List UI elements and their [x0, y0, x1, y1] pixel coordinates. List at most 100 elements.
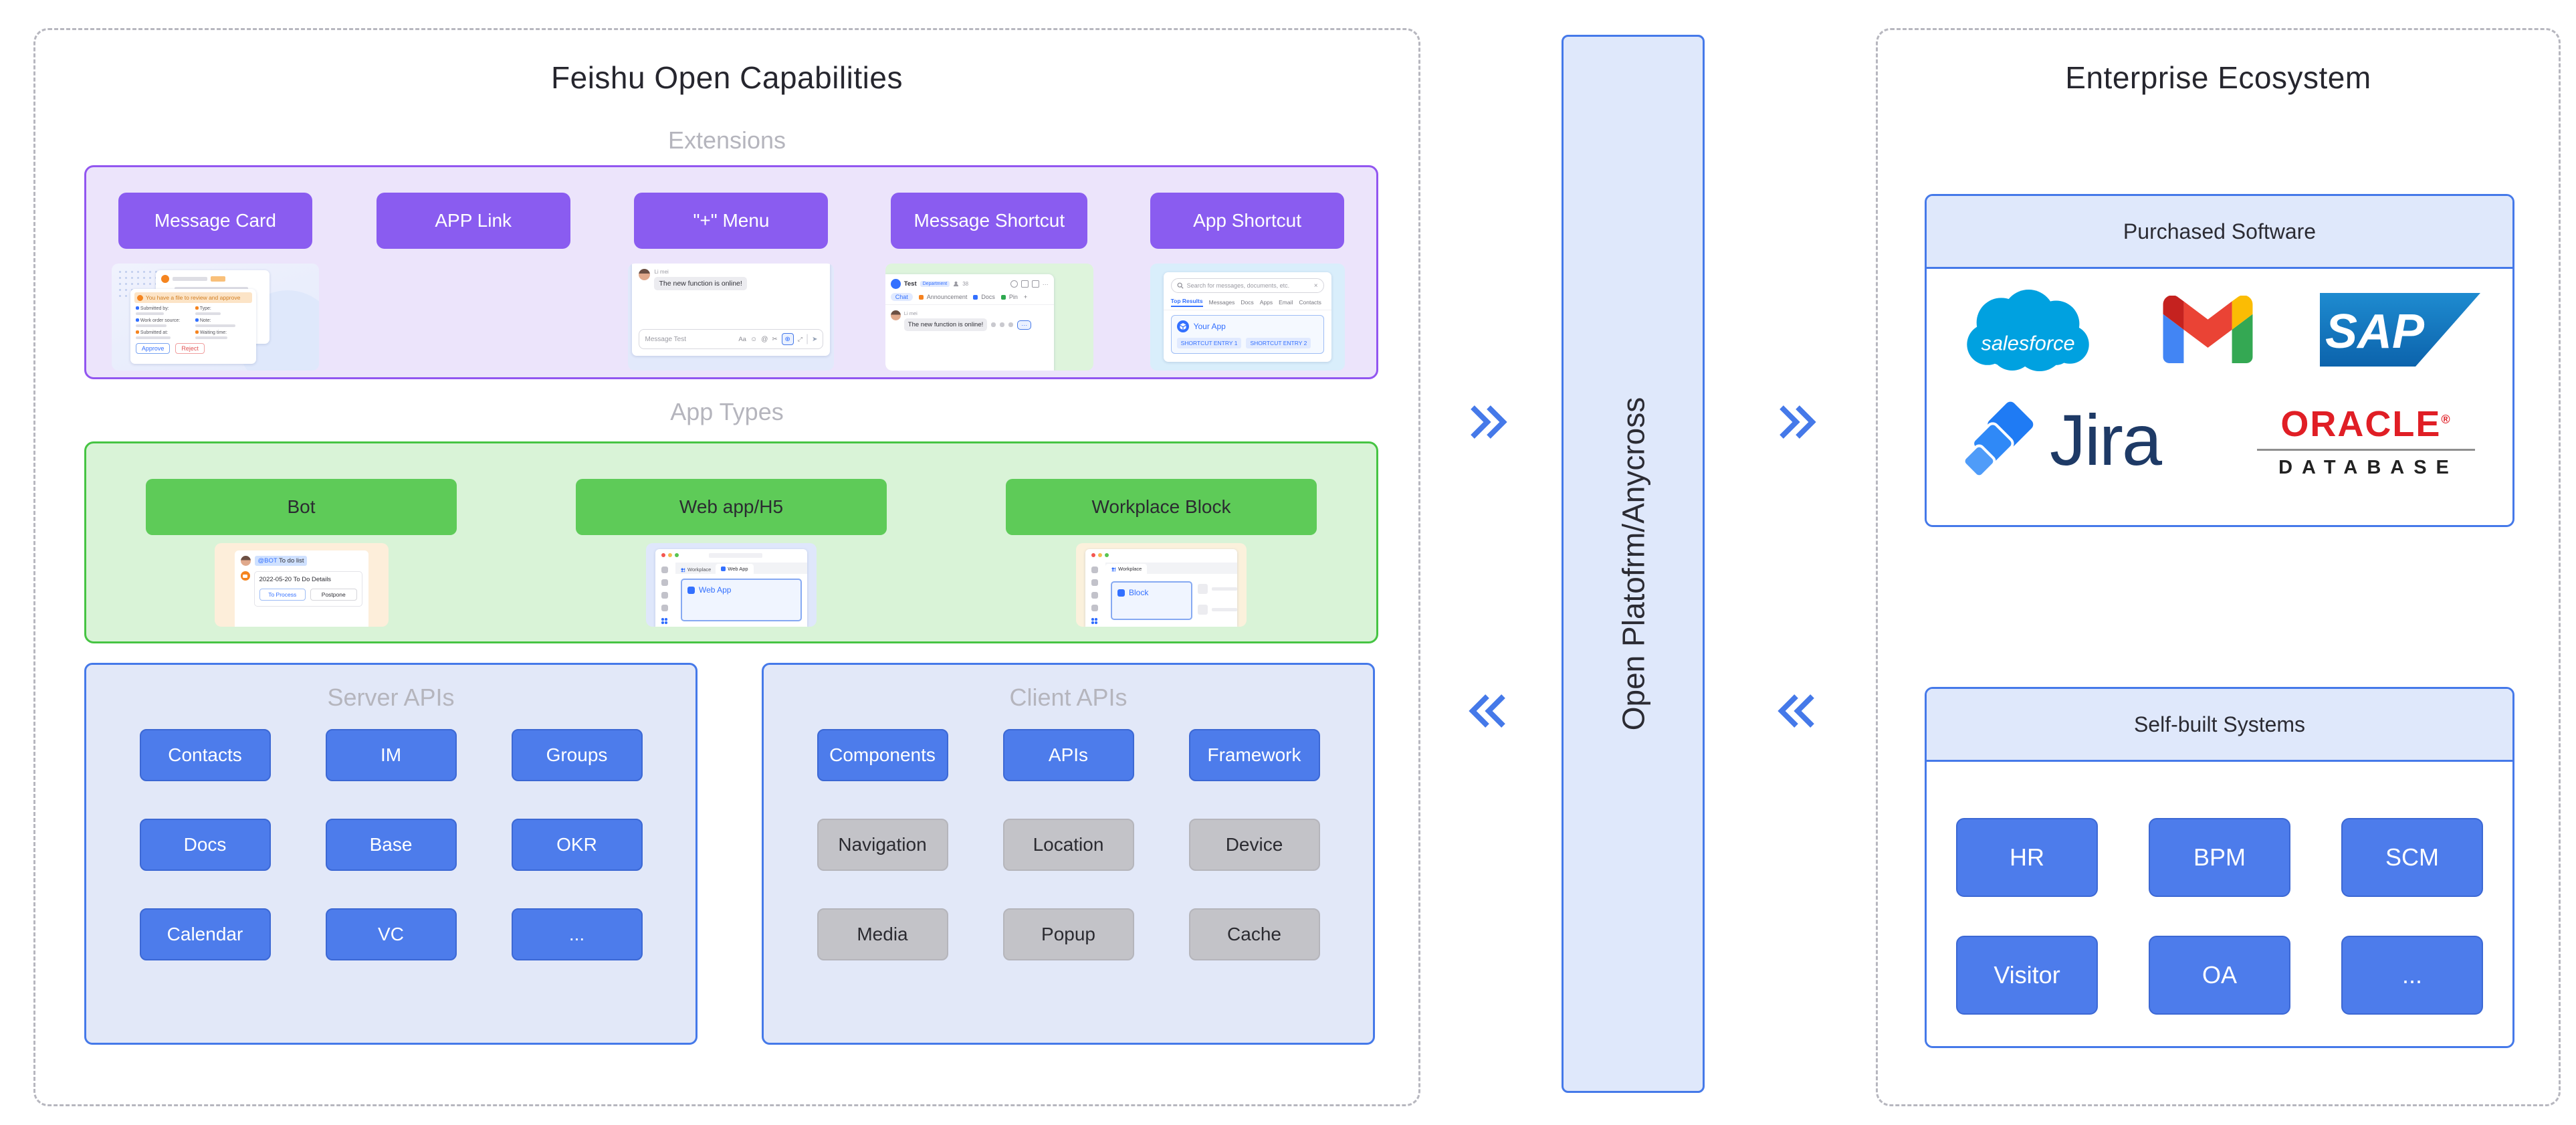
format-icon: Aa — [738, 335, 746, 343]
panel-label: Block — [1129, 588, 1149, 597]
extensions-col-plus-menu: "+" Menu Li mei The new function is onli… — [603, 167, 861, 377]
client-button-media[interactable]: Media — [817, 908, 948, 960]
system-button-hr[interactable]: HR — [1956, 818, 2098, 897]
extensions-col-message-shortcut: Message Shortcut Test Department 38 — [860, 167, 1118, 377]
mention-icon: @ — [761, 335, 768, 343]
your-app-icon — [1176, 320, 1189, 332]
search-dialog: Search for messages, documents, etc. × T… — [1163, 272, 1331, 362]
bot-thumbnail: @BOT To do list 2022-05-20 To Do Details… — [214, 543, 389, 627]
api-button-okr[interactable]: OKR — [511, 819, 643, 871]
plus-menu-thumbnail: Li mei The new function is online! Messa… — [628, 264, 835, 371]
workplace-block-button[interactable]: Workplace Block — [1006, 479, 1317, 535]
forward-icon — [1008, 322, 1014, 327]
extensions-col-app-link: APP Link — [344, 167, 603, 377]
client-button-components[interactable]: Components — [817, 729, 948, 781]
web-app-button[interactable]: Web app/H5 — [576, 479, 887, 535]
double-chevron-right-icon — [1471, 405, 1507, 439]
client-button-framework[interactable]: Framework — [1188, 729, 1320, 781]
gmail-logo — [2163, 296, 2253, 363]
field-label: Submitted at: — [140, 330, 169, 335]
approval-icon — [160, 275, 169, 283]
client-button-navigation[interactable]: Navigation — [817, 819, 948, 871]
server-apis-panel: Server APIs Contacts IM Groups Docs Base… — [84, 663, 697, 1045]
salesforce-logo: salesforce — [1967, 290, 2089, 372]
api-button-docs[interactable]: Docs — [139, 819, 271, 871]
expand-icon: ⤢ — [797, 335, 802, 342]
jira-logo: Jira — [1963, 398, 2162, 482]
api-button-im[interactable]: IM — [325, 729, 457, 781]
jira-mark-icon — [1963, 399, 2036, 478]
bot-mention: @BOT — [257, 557, 278, 565]
sender-name: Li mei — [903, 310, 918, 316]
client-apis-label: Client APIs — [1009, 684, 1128, 711]
to-process-chip: To Process — [259, 589, 306, 601]
app-types-col-webapp: Web app/H5 Workplace Web App — [516, 443, 946, 641]
window-controls — [1091, 553, 1109, 557]
message-shortcut-more: ··· — [1017, 320, 1032, 330]
extensions-col-message-card: Message Card — [86, 167, 344, 377]
app-window: Workplace Web App Web App — [655, 549, 807, 627]
todo-card-title: 2022-05-20 To Do Details — [259, 576, 332, 583]
tab-email: Email — [1279, 299, 1293, 306]
purchased-software-box: Purchased Software salesforce — [1925, 194, 2514, 527]
tab-add: + — [1023, 294, 1028, 300]
app-types-label: App Types — [670, 398, 784, 425]
tab-chat: Chat — [890, 293, 913, 301]
system-button-bpm[interactable]: BPM — [2149, 818, 2290, 897]
workplace-grid-icon — [1091, 617, 1098, 625]
oracle-divider — [2257, 449, 2475, 451]
message-shortcut-button[interactable]: Message Shortcut — [891, 193, 1088, 249]
api-button-contacts[interactable]: Contacts — [139, 729, 271, 781]
reply-icon — [1000, 322, 1005, 327]
message-card-button[interactable]: Message Card — [118, 193, 312, 249]
client-button-apis[interactable]: APIs — [1002, 729, 1134, 781]
shortcut-entry-2: SHORTCUT ENTRY 2 — [1246, 338, 1311, 348]
thumbs-up-icon — [991, 322, 996, 327]
bot-app-icon — [240, 571, 250, 581]
block-square-icon — [1117, 589, 1125, 597]
client-apis-panel: Client APIs Components APIs Framework Na… — [762, 663, 1375, 1045]
field-label: Waiting time: — [199, 330, 227, 335]
window-controls — [661, 553, 679, 557]
chat-bubble: The new function is online! — [654, 277, 747, 290]
oracle-database-wordmark: DATABASE — [2278, 457, 2458, 478]
client-button-popup[interactable]: Popup — [1002, 908, 1134, 960]
api-button-base[interactable]: Base — [325, 819, 457, 871]
app-shortcut-button[interactable]: App Shortcut — [1150, 193, 1345, 249]
system-button-oa[interactable]: OA — [2149, 936, 2290, 1015]
plus-menu-button[interactable]: "+" Menu — [634, 193, 829, 249]
system-button-more[interactable]: ... — [2341, 936, 2483, 1015]
calendar-icon — [1031, 280, 1039, 288]
field-label: Submitted by: — [140, 306, 169, 311]
api-button-groups[interactable]: Groups — [511, 729, 643, 781]
left-panel-title: Feishu Open Capabilities — [551, 60, 903, 95]
chat-window: Test Department 38 ⋯ Chat Ann — [885, 274, 1054, 371]
api-button-calendar[interactable]: Calendar — [139, 908, 271, 960]
api-button-vc[interactable]: VC — [325, 908, 457, 960]
chat-window: Li mei The new function is online! Messa… — [632, 264, 831, 356]
tab-apps: Apps — [1259, 299, 1273, 306]
app-square-icon — [687, 586, 695, 594]
tab-announcement: Announcement — [926, 294, 968, 300]
member-count: 38 — [962, 281, 969, 287]
chat-bubble: The new function is online! — [903, 318, 988, 331]
sender-avatar — [639, 269, 651, 280]
department-badge: Department — [920, 281, 950, 287]
client-button-device[interactable]: Device — [1188, 819, 1320, 871]
bot-mention-text: To do list — [278, 557, 304, 565]
shortcut-entry-1: SHORTCUT ENTRY 1 — [1176, 338, 1242, 348]
client-button-cache[interactable]: Cache — [1188, 908, 1320, 960]
plus-menu-icon: ⊕ — [781, 333, 794, 345]
api-button-more[interactable]: ... — [511, 908, 643, 960]
feishu-capabilities-panel: Feishu Open Capabilities Extensions Mess… — [33, 28, 1420, 1106]
client-button-location[interactable]: Location — [1002, 819, 1134, 871]
sidebar-icons — [1091, 567, 1098, 625]
scissors-icon: ✂ — [772, 335, 778, 343]
system-button-scm[interactable]: SCM — [2341, 818, 2483, 897]
system-button-visitor[interactable]: Visitor — [1956, 936, 2098, 1015]
bot-button[interactable]: Bot — [146, 479, 457, 535]
tab-workplace: Workplace — [1105, 564, 1148, 574]
tab-workplace: Workplace — [675, 565, 716, 574]
bot-card: @BOT To do list 2022-05-20 To Do Details… — [234, 550, 368, 627]
app-link-button[interactable]: APP Link — [376, 193, 570, 249]
